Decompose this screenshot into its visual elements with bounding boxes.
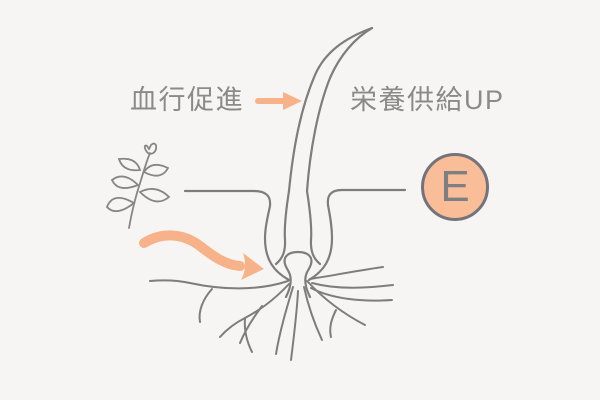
skin-surface-line xyxy=(183,188,407,282)
label-nutrition-supply: 栄養供給UP xyxy=(350,85,505,115)
vitamin-e-letter: E xyxy=(440,162,470,211)
root-vessels-illustration xyxy=(149,266,394,361)
hair-follicle-illustration xyxy=(274,189,322,299)
curved-arrow-icon xyxy=(139,230,264,280)
right-arrow-icon xyxy=(255,92,302,110)
vitamin-e-badge: E xyxy=(421,153,489,221)
botanical-sprig-icon xyxy=(105,142,171,229)
label-blood-circulation: 血行促進 xyxy=(130,85,244,115)
hair-strand-illustration xyxy=(287,26,374,193)
